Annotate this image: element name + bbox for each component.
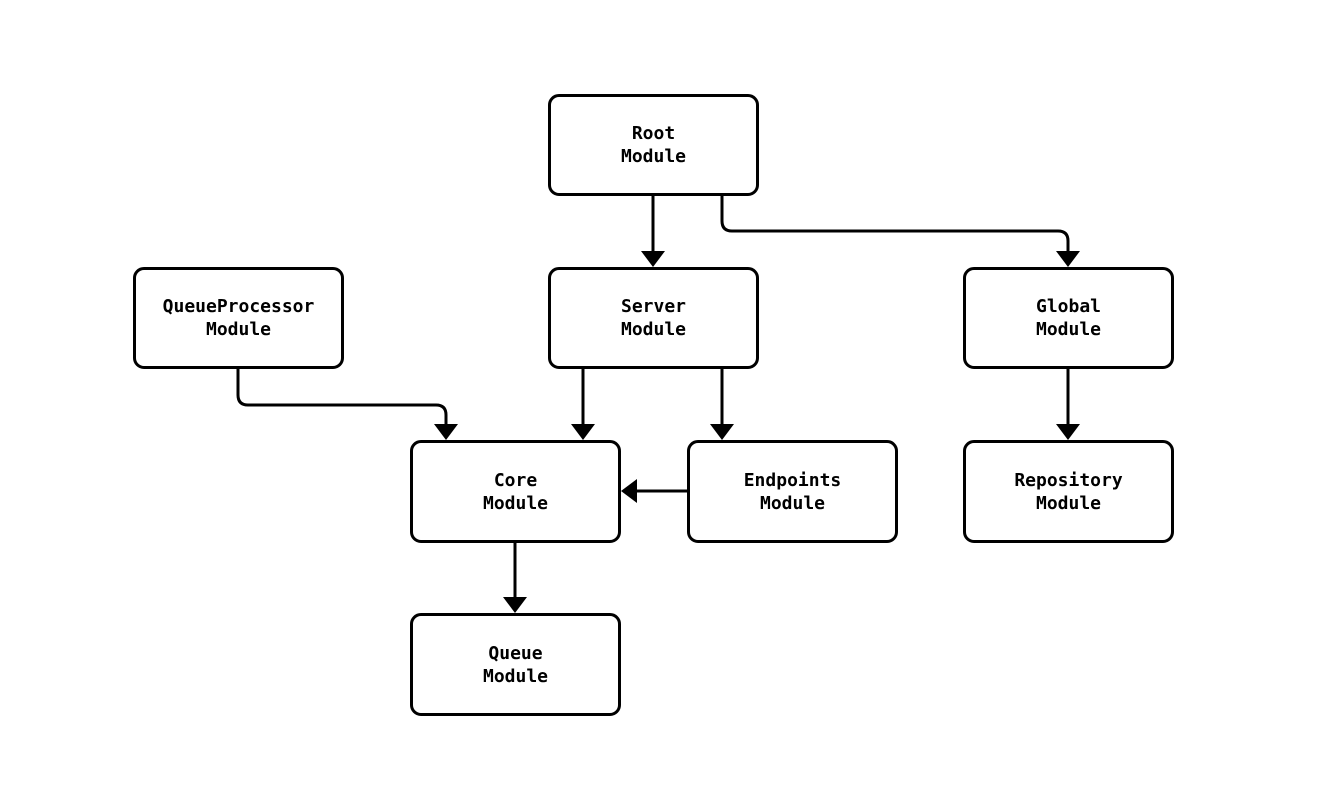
edge-group — [236, 196, 1070, 601]
arrowhead-server-to-core — [571, 424, 595, 440]
node-label-primary: Endpoints — [743, 469, 842, 491]
node-label-primary: Global — [1035, 296, 1102, 317]
node-label-primary: Repository — [1014, 469, 1123, 491]
arrowhead-server-to-endpoints — [710, 424, 734, 440]
node-label-secondary: Module — [482, 665, 549, 687]
node-label-secondary: Module — [1035, 319, 1102, 340]
arrowhead-global-to-repository — [1056, 424, 1080, 440]
arrowhead-queueprocessor-to-core — [434, 424, 458, 440]
node-label-secondary: Module — [1035, 492, 1102, 514]
node-label-primary: Core — [493, 469, 538, 491]
arrowhead-endpoints-to-core — [621, 479, 637, 503]
edge-root-to-global — [720, 196, 1070, 255]
arrowhead-root-to-global — [1056, 251, 1080, 267]
arrowhead-root-to-server — [641, 251, 665, 267]
arrowhead-core-to-queue — [503, 597, 527, 613]
edge-queueprocessor-to-core — [236, 369, 448, 428]
node-label-secondary: Module — [620, 319, 687, 340]
node-label-secondary: Module — [620, 146, 687, 167]
node-label-primary: Root — [631, 123, 676, 144]
node-label-primary: Queue — [488, 642, 543, 664]
node-label-primary: QueueProcessor — [162, 296, 315, 317]
node-label-primary: Server — [620, 296, 687, 317]
node-label-secondary: Module — [205, 319, 272, 340]
arrowhead-group — [434, 251, 1080, 613]
node-label-secondary: Module — [482, 492, 549, 514]
node-label-secondary: Module — [759, 492, 826, 514]
